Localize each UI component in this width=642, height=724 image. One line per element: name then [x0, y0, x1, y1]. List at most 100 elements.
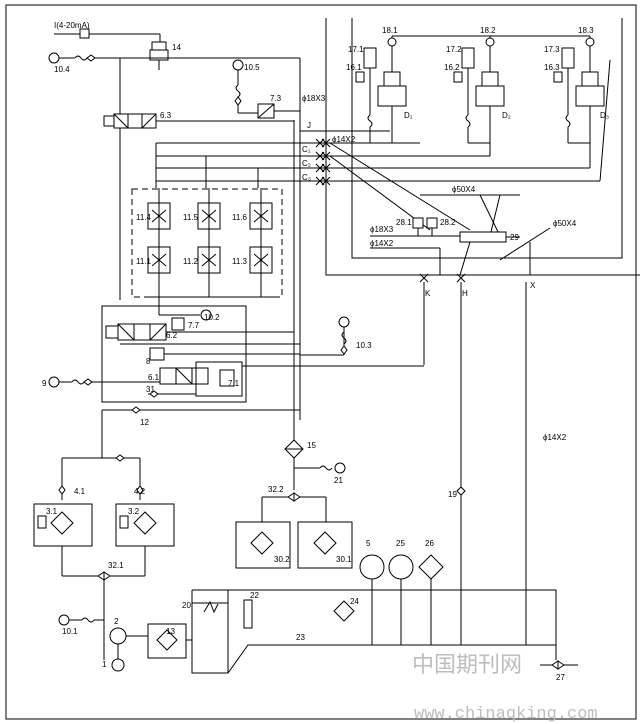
- label-12: 12: [140, 418, 149, 427]
- label-32-2: 32.2: [268, 485, 284, 494]
- label-4-1: 4.1: [74, 487, 86, 496]
- label-pipe-18x3-a: ϕ18X3: [302, 94, 326, 103]
- label-7-7: 7.7: [188, 321, 200, 330]
- label-27: 27: [556, 673, 565, 682]
- label-17-2: 17.2: [446, 45, 462, 54]
- valve-block-11: 11.4 11.5 11.6 11.1 11.2 11.3: [131, 188, 283, 298]
- signal-input: I(4-20mA): [54, 21, 161, 42]
- label-5: 5: [366, 539, 371, 548]
- label-D2: D₂: [502, 111, 511, 120]
- cooler-group: 4.1 4.2 3.1 3.2 32.1: [33, 454, 175, 660]
- label-24: 24: [350, 597, 359, 606]
- label-2: 2: [114, 617, 119, 626]
- label-J: J: [307, 121, 311, 130]
- label-pipe-18x3-b: ϕ18X3: [370, 225, 394, 234]
- cooler-30: 32.2 30.2 30.1: [235, 485, 353, 569]
- crossing-bus: J C₁ C₂ C₃ ϕ18X3 ϕ14X2: [155, 94, 420, 188]
- label-19: 19: [448, 490, 457, 499]
- label-18-2: 18.2: [480, 26, 496, 35]
- label-11-2: 11.2: [183, 257, 199, 266]
- label-30-2: 30.2: [274, 555, 290, 564]
- gauge-9: 9: [42, 376, 160, 388]
- label-13: 13: [166, 627, 175, 636]
- instruments: 5 25 26: [359, 539, 444, 645]
- control-panel: 10.2 7.7 6.2 8 6.1 7.1 31: [101, 297, 424, 403]
- label-30-1: 30.1: [336, 555, 352, 564]
- watermark-cn: 中国期刊网: [412, 653, 522, 678]
- label-17-3: 17.3: [544, 45, 560, 54]
- label-11-1: 11.1: [136, 257, 152, 266]
- label-C3: C₃: [302, 173, 311, 182]
- cylinder-inner-enclosure: [351, 18, 623, 259]
- label-9: 9: [42, 379, 47, 388]
- cylinder-D3: 18.3 17.3 16.3 D₃: [544, 26, 609, 168]
- cylinder-D2: 18.2 17.2 16.2 D₂: [444, 26, 511, 156]
- label-21: 21: [334, 476, 343, 485]
- label-15: 15: [307, 441, 316, 450]
- label-10-1: 10.1: [62, 627, 78, 636]
- label-16-3: 16.3: [544, 63, 560, 72]
- label-20: 20: [182, 601, 191, 610]
- label-16-1: 16.1: [346, 63, 362, 72]
- label-17-1: 17.1: [348, 45, 364, 54]
- gauge-10-5: 10.5: [232, 59, 260, 113]
- label-16-2: 16.2: [444, 63, 460, 72]
- label-1: 1: [102, 660, 107, 669]
- label-pipe-14x2-a: ϕ14X2: [332, 135, 356, 144]
- cylinder-group: 18.1 17.1 16.1 D₁ 18.2 17.2 16.2 D₂: [346, 26, 611, 182]
- label-3-1: 3.1: [46, 507, 58, 516]
- label-18-1: 18.1: [382, 26, 398, 35]
- label-18-3: 18.3: [578, 26, 594, 35]
- label-pipe-50x4-b: ϕ50X4: [553, 219, 577, 228]
- return-manifold: ϕ50X4 ϕ50X4: [329, 142, 577, 237]
- label-26: 26: [425, 539, 434, 548]
- gauge-10-4: 10.4: [48, 52, 300, 74]
- label-14: 14: [172, 43, 181, 52]
- filter-15: 15 21: [284, 420, 346, 490]
- valve-19: 19: [448, 486, 466, 499]
- label-23: 23: [296, 633, 305, 642]
- cylinder-enclosure: [325, 18, 640, 276]
- label-K: K: [425, 289, 431, 298]
- label-10-2: 10.2: [204, 313, 220, 322]
- label-C2: C₂: [302, 159, 311, 168]
- label-3-2: 3.2: [128, 507, 140, 516]
- label-11-4: 11.4: [136, 213, 152, 222]
- label-22: 22: [250, 591, 259, 600]
- label-11-6: 11.6: [232, 213, 248, 222]
- label-11-5: 11.5: [183, 213, 199, 222]
- component-28-29: 28.1 28.2 29 ϕ18X3 ϕ14X2: [370, 217, 551, 276]
- label-6-3: 6.3: [160, 111, 172, 120]
- tank-23: 20 22 24 23: [182, 589, 557, 674]
- label-pipe-14x2-c: ϕ14X2: [543, 433, 567, 442]
- label-D1: D₁: [404, 111, 413, 120]
- gauge-10-3: 10.3: [300, 316, 372, 356]
- label-10-5: 10.5: [244, 63, 260, 72]
- port-markers: K H X ϕ14X2: [419, 273, 567, 645]
- pump-unit: 10.1 2 1 13: [58, 614, 192, 672]
- label-7-1: 7.1: [228, 379, 240, 388]
- label-6-1: 6.1: [148, 373, 160, 382]
- label-29: 29: [510, 233, 519, 242]
- label-7-3: 7.3: [270, 94, 282, 103]
- valve-6-3: 6.3: [103, 111, 294, 129]
- line-12: 12: [101, 406, 300, 458]
- label-32-1: 32.1: [108, 561, 124, 570]
- outer-frame: [5, 4, 637, 720]
- valve-27: 27: [540, 660, 578, 682]
- label-4-2: 4.2: [134, 487, 146, 496]
- watermark-url: www.chinaqking.com: [414, 705, 598, 724]
- label-11-3: 11.3: [232, 257, 248, 266]
- label-28-1: 28.1: [396, 218, 412, 227]
- label-25: 25: [396, 539, 405, 548]
- label-H: H: [462, 289, 468, 298]
- component-14: 14: [149, 41, 181, 70]
- signal-label: I(4-20mA): [54, 21, 90, 30]
- label-pipe-14x2-b: ϕ14X2: [370, 239, 394, 248]
- label-D3: D₃: [600, 111, 609, 120]
- label-10-3: 10.3: [356, 341, 372, 350]
- label-6-2: 6.2: [166, 331, 178, 340]
- label-10-4: 10.4: [54, 65, 70, 74]
